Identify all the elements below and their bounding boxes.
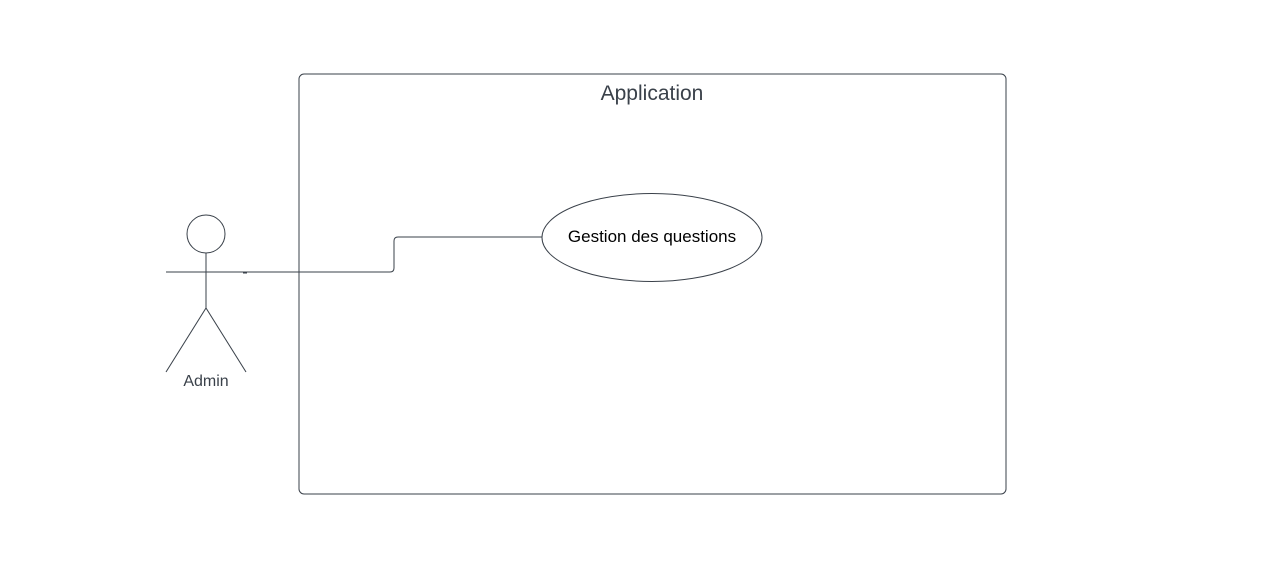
- use-case-gestion-des-questions[interactable]: Gestion des questions: [541, 193, 763, 282]
- actor-admin[interactable]: Admin: [165, 214, 247, 390]
- use-case-ellipse: [541, 193, 763, 282]
- actor-label: Admin: [183, 373, 228, 390]
- system-boundary[interactable]: Application: [298, 73, 1007, 495]
- actor-head: [186, 214, 226, 254]
- actor-left-leg: [165, 307, 207, 373]
- association-line[interactable]: [166, 236, 543, 273]
- actor-right-leg: [205, 307, 247, 373]
- use-case-label: Gestion des questions: [568, 227, 736, 246]
- system-title: Application: [601, 82, 704, 105]
- system-boundary-box: [298, 73, 1007, 495]
